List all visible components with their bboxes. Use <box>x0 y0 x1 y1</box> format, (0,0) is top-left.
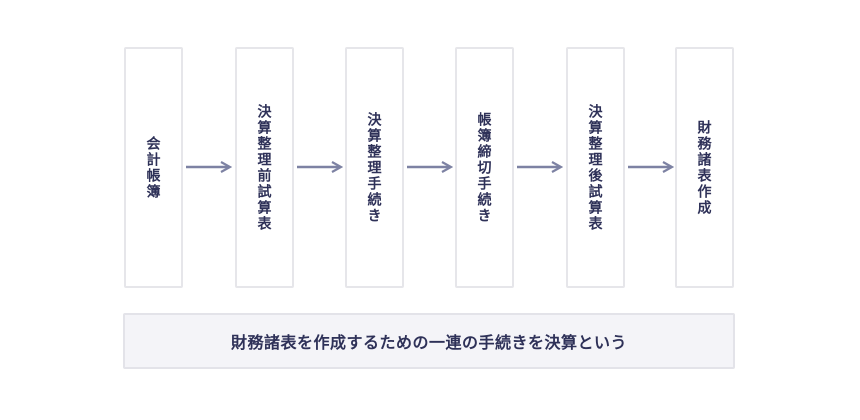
caption-box: 財務諸表を作成するための一連の手続きを決算という <box>123 313 735 369</box>
flow-step-pre-adjustment-trial-balance: 決算整理前試算表 <box>235 47 294 288</box>
flow-step-label: 決算整理前試算表 <box>256 103 273 232</box>
flow-step-post-adjustment-trial-balance: 決算整理後試算表 <box>566 47 625 288</box>
arrow-right-icon <box>628 161 674 173</box>
caption-text: 財務諸表を作成するための一連の手続きを決算という <box>230 335 627 352</box>
arrow-right-icon <box>517 161 563 173</box>
flow-step-label: 決算整理後試算表 <box>587 103 604 232</box>
flow-step-label: 決算整理手続き <box>366 111 383 224</box>
flow-step-label: 帳簿締切手続き <box>476 111 493 224</box>
flow-step-accounting-books: 会計帳簿 <box>124 47 183 288</box>
flow-step-book-closing-procedures: 帳簿締切手続き <box>455 47 514 288</box>
arrow-right-icon <box>297 161 343 173</box>
flow-step-label: 財務諸表作成 <box>696 119 713 216</box>
arrow-right-icon <box>407 161 453 173</box>
arrow-right-icon <box>186 161 232 173</box>
flow-step-financial-statements: 財務諸表作成 <box>675 47 734 288</box>
flow-step-label: 会計帳簿 <box>145 135 162 200</box>
flow-step-adjustment-procedures: 決算整理手続き <box>345 47 404 288</box>
